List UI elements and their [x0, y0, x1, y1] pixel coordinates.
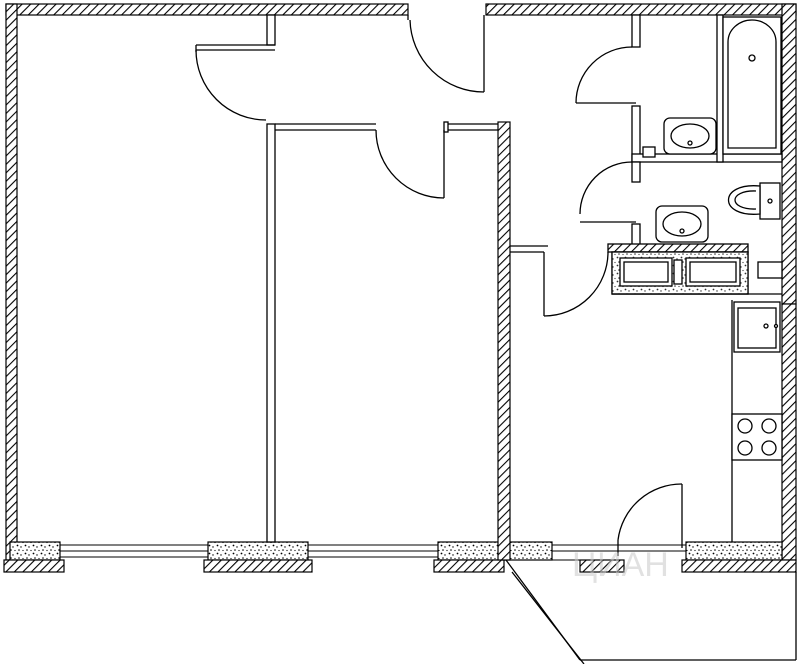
bathtub: [722, 16, 782, 155]
pier-2-sill: [203, 559, 313, 573]
watermark: ЦИАН: [572, 546, 669, 584]
bathroom-walls: [510, 14, 783, 253]
sink: [733, 301, 781, 353]
wall-left: [5, 3, 18, 561]
pier-1-sill: [3, 559, 65, 573]
pier-3-sill: [433, 559, 505, 573]
pier-2: [207, 541, 309, 561]
cabinet-block: [611, 251, 783, 295]
doors: [195, 15, 683, 556]
bath-divider: [716, 14, 724, 163]
windows: [60, 544, 686, 561]
wall-top-right: [485, 3, 797, 16]
bottom-wall: [3, 541, 797, 573]
toilet-wall-left: [631, 161, 641, 183]
bath-wall-left: [631, 14, 641, 48]
interior-walls: [196, 14, 498, 543]
pier-5-sill: [681, 559, 797, 573]
stove: [731, 413, 783, 461]
bath-small-block: [642, 146, 656, 158]
pier-3: [437, 541, 553, 561]
outer-walls: [5, 3, 797, 561]
pier-5: [685, 541, 783, 561]
pier-1: [9, 541, 61, 561]
wall-right-upper: [781, 3, 797, 305]
washbasin-toilet: [655, 205, 709, 243]
shaft-wall: [607, 243, 749, 253]
balcony: [505, 559, 797, 664]
wall-room2-kitchen: [497, 121, 511, 561]
toilet: [728, 182, 781, 220]
wall-top-left: [5, 3, 409, 16]
partition-stub-top: [266, 14, 276, 46]
wall-right-lower: [781, 303, 797, 561]
washbasin-bathroom: [663, 117, 717, 155]
watermark-text: ЦИАН: [572, 546, 669, 584]
pier-4-sill: [579, 559, 625, 573]
partition-rooms: [266, 123, 276, 543]
